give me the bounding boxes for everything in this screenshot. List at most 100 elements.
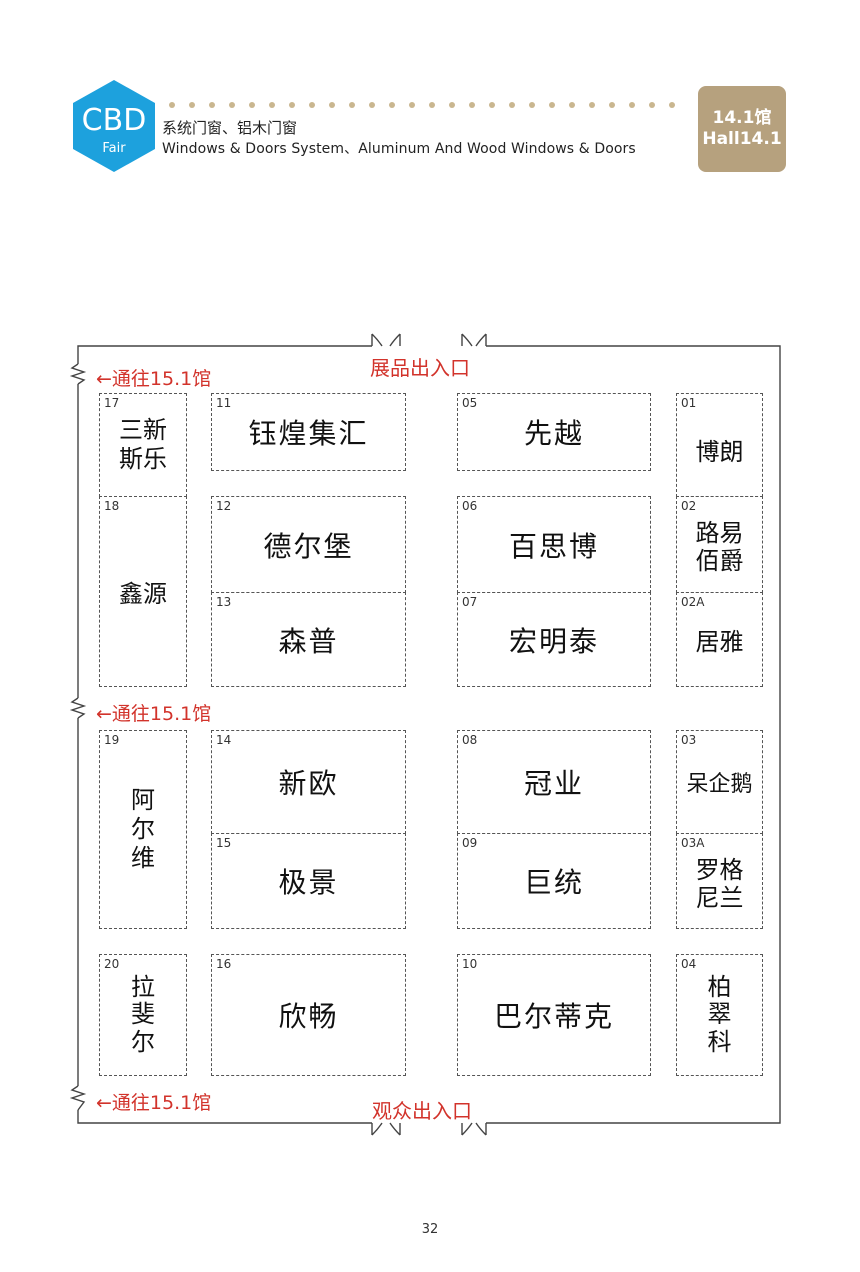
booth-number: 15 <box>216 836 232 850</box>
booth-name: 博朗 <box>695 437 744 466</box>
divider-dot <box>649 102 655 108</box>
hall-badge: 14.1馆 Hall14.1 <box>698 86 786 172</box>
booth-15[interactable]: 15 极景 <box>211 833 406 929</box>
booth-name: 新欧 <box>278 767 339 800</box>
booth-number: 03 <box>681 733 697 747</box>
booth-name: 先越 <box>523 417 584 450</box>
booth-01[interactable]: 01 博朗 <box>676 393 763 497</box>
divider-dot <box>229 102 235 108</box>
booth-16[interactable]: 16 欣畅 <box>211 954 406 1076</box>
booth-number: 08 <box>462 733 478 747</box>
booth-number: 10 <box>462 957 478 971</box>
booth-number: 02A <box>681 595 705 609</box>
divider-dot <box>629 102 635 108</box>
booth-name: 罗格 尼兰 <box>695 856 744 912</box>
divider-dot <box>529 102 535 108</box>
booth-12[interactable]: 12 德尔堡 <box>211 496 406 593</box>
booth-name: 拉 斐 尔 <box>131 972 155 1056</box>
page-number: 32 <box>421 1222 439 1237</box>
booth-13[interactable]: 13 森普 <box>211 592 406 687</box>
booth-10[interactable]: 10 巴尔蒂克 <box>457 954 651 1076</box>
booth-number: 20 <box>104 957 120 971</box>
booth-17[interactable]: 17 三新 斯乐 <box>99 393 187 497</box>
divider-dot <box>309 102 315 108</box>
booth-name: 森普 <box>278 624 339 658</box>
booth-name: 欣畅 <box>278 1000 339 1033</box>
booth-number: 02 <box>681 499 697 513</box>
booth-number: 19 <box>104 733 120 747</box>
booth-number: 12 <box>216 499 232 513</box>
booth-07[interactable]: 07 宏明泰 <box>457 592 651 687</box>
booth-name: 百思博 <box>508 529 599 563</box>
divider-dot <box>209 102 215 108</box>
divider-dot <box>349 102 355 108</box>
subtitle-chinese: 系统门窗、铝木门窗 <box>162 119 298 137</box>
booth-number: 03A <box>681 836 705 850</box>
divider-dot <box>189 102 195 108</box>
booth-name: 巴尔蒂克 <box>493 1000 614 1033</box>
visitor-entrance-label: 观众出入口 <box>372 1099 472 1123</box>
booth-number: 01 <box>681 396 697 410</box>
booth-name: 冠业 <box>523 767 584 800</box>
divider-dot <box>449 102 455 108</box>
booth-number: 18 <box>104 499 120 513</box>
booth-number: 09 <box>462 836 478 850</box>
booth-02A[interactable]: 02A 居雅 <box>676 592 763 687</box>
booth-number: 14 <box>216 733 232 747</box>
cbd-fair-logo: CBD Fair <box>73 80 155 172</box>
booth-18[interactable]: 18 鑫源 <box>99 496 187 687</box>
booth-name: 鑫源 <box>119 580 167 608</box>
divider-dot <box>429 102 435 108</box>
exhibit-entrance-label: 展品出入口 <box>370 356 470 380</box>
hall-label-en: Hall14.1 <box>702 129 782 149</box>
divider-dot <box>489 102 495 108</box>
booth-name: 极景 <box>278 866 339 899</box>
booth-number: 07 <box>462 595 478 609</box>
divider-dot <box>389 102 395 108</box>
divider-dot <box>269 102 275 108</box>
booth-name: 柏 翠 科 <box>707 972 732 1056</box>
booth-name: 居雅 <box>695 628 744 656</box>
logo-sub-text: Fair <box>102 141 126 156</box>
booth-08[interactable]: 08 冠业 <box>457 730 651 834</box>
hall-label-cn: 14.1馆 <box>712 107 772 128</box>
booth-number: 13 <box>216 595 232 609</box>
divider-dot <box>509 102 515 108</box>
booth-11[interactable]: 11 钰煌集汇 <box>211 393 406 471</box>
divider-dot <box>609 102 615 108</box>
passage-to-15-1-middle: ←通往15.1馆 <box>96 703 212 725</box>
booth-name: 三新 斯乐 <box>119 416 167 473</box>
booth-02[interactable]: 02 路易 佰爵 <box>676 496 763 593</box>
booth-name: 阿 尔 维 <box>131 786 155 872</box>
booth-number: 11 <box>216 396 232 410</box>
booth-number: 05 <box>462 396 478 410</box>
booth-19[interactable]: 19 阿 尔 维 <box>99 730 187 929</box>
subtitle-english: Windows & Doors System、Aluminum And Wood… <box>162 141 636 157</box>
booth-name: 钰煌集汇 <box>248 417 369 450</box>
logo-main-text: CBD <box>82 103 147 138</box>
booth-name: 宏明泰 <box>508 624 599 658</box>
divider-dot <box>469 102 475 108</box>
booth-name: 巨统 <box>523 866 584 899</box>
booth-04[interactable]: 04 柏 翠 科 <box>676 954 763 1076</box>
booth-name: 德尔堡 <box>263 529 354 563</box>
divider-dot <box>329 102 335 108</box>
booth-06[interactable]: 06 百思博 <box>457 496 651 593</box>
booth-20[interactable]: 20 拉 斐 尔 <box>99 954 187 1076</box>
divider-dot <box>669 102 675 108</box>
passage-to-15-1-top: ←通往15.1馆 <box>96 368 212 390</box>
booth-09[interactable]: 09 巨统 <box>457 833 651 929</box>
passage-to-15-1-bottom: ←通往15.1馆 <box>96 1092 212 1114</box>
divider-dot <box>549 102 555 108</box>
divider-dot <box>169 102 175 108</box>
booth-14[interactable]: 14 新欧 <box>211 730 406 834</box>
booth-05[interactable]: 05 先越 <box>457 393 651 471</box>
booth-number: 06 <box>462 499 478 513</box>
booth-name: 路易 佰爵 <box>695 518 744 575</box>
booth-03A[interactable]: 03A 罗格 尼兰 <box>676 833 763 929</box>
booth-03[interactable]: 03 呆企鹅 <box>676 730 763 834</box>
divider-dot <box>369 102 375 108</box>
booth-name: 呆企鹅 <box>686 772 753 797</box>
